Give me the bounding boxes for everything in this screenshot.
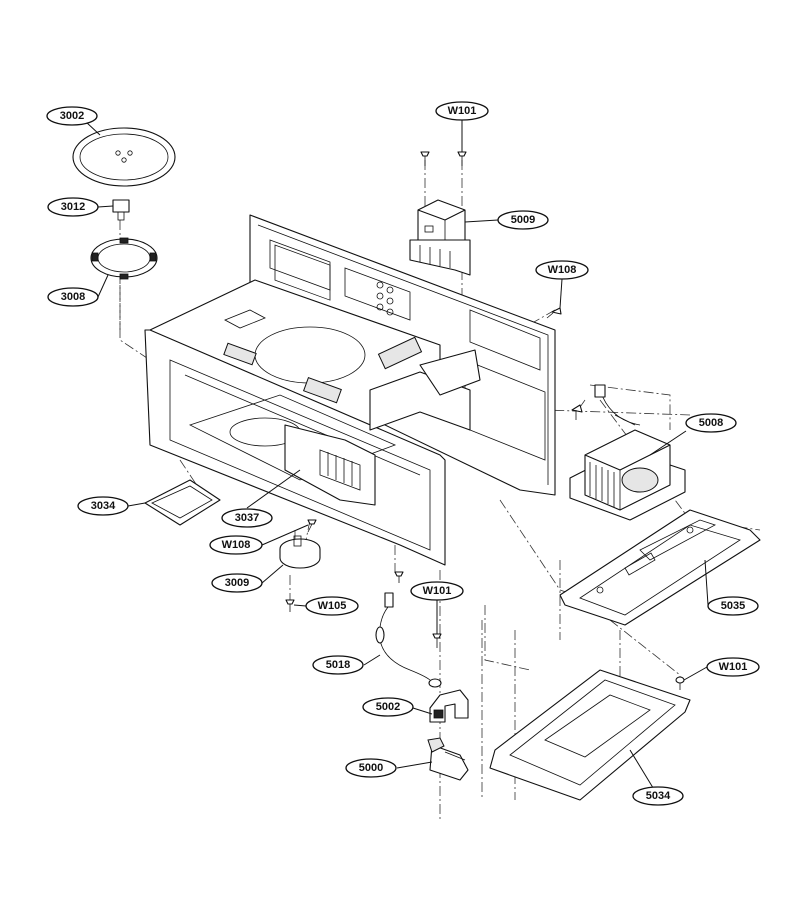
label-3009-text: 3009 (225, 577, 249, 589)
turntable-motor (279, 535, 321, 569)
magnetron (409, 199, 471, 276)
label-3012-text: 3012 (61, 201, 85, 213)
label-5002-text: 5002 (376, 701, 400, 713)
label-5009: 5009 (497, 210, 549, 230)
turntable-tray (72, 127, 176, 187)
label-3008-text: 3008 (61, 291, 85, 303)
label-3037: 3037 (221, 508, 273, 528)
label-5000: 5000 (345, 758, 397, 778)
label-5002: 5002 (362, 697, 414, 717)
label-5008: 5008 (685, 413, 737, 433)
screw-w108-mid (571, 404, 583, 420)
label-w101-top-text: W101 (448, 105, 477, 117)
label-3034-text: 3034 (91, 500, 116, 512)
roller-ring (90, 237, 158, 280)
bottom-plate (559, 509, 761, 626)
label-w101-mid-text: W101 (423, 585, 452, 597)
screw-w101-mid (432, 633, 442, 648)
label-5035: 5035 (707, 596, 759, 616)
leader-lines (85, 120, 709, 797)
screw-w101-right (675, 676, 685, 690)
cavity-body (144, 214, 556, 566)
label-5035-text: 5035 (721, 600, 745, 612)
screws-w101-top (420, 151, 467, 166)
label-3009: 3009 (211, 573, 263, 593)
screw-w108-left (307, 519, 317, 533)
label-w101-top: W101 (435, 101, 489, 121)
screw-w108-right (546, 307, 562, 319)
label-w108-right: W108 (535, 260, 589, 280)
label-w105: W105 (305, 596, 359, 616)
label-w101-right: W101 (706, 657, 760, 677)
label-3002: 3002 (46, 106, 98, 126)
screw-lower-front (394, 571, 404, 583)
label-w108-left: W108 (209, 535, 263, 555)
label-5034-text: 5034 (646, 790, 671, 802)
lamp-socket-bracket (429, 689, 469, 723)
label-5018: 5018 (312, 655, 364, 675)
cover-plate (144, 479, 221, 526)
lamp (427, 737, 469, 781)
back-panel-holes (376, 281, 394, 316)
label-w108-right-text: W108 (548, 264, 577, 276)
vent-grilles (223, 336, 423, 404)
label-5018-text: 5018 (326, 659, 350, 671)
label-3034: 3034 (77, 496, 129, 516)
label-w105-text: W105 (318, 600, 347, 612)
label-w101-right-text: W101 (719, 661, 748, 673)
label-3037-text: 3037 (235, 512, 259, 524)
label-5009-text: 5009 (511, 214, 535, 226)
filter-cover-plate (489, 669, 691, 801)
label-5008-text: 5008 (699, 417, 723, 429)
label-w108-left-text: W108 (222, 539, 251, 551)
label-w101-mid: W101 (410, 581, 464, 601)
transformer (569, 384, 686, 521)
motor-bracket (284, 424, 376, 506)
label-3012: 3012 (47, 197, 99, 217)
label-5034: 5034 (632, 786, 684, 806)
wire-harness (375, 592, 442, 688)
screw-w105 (285, 599, 295, 612)
label-3002-text: 3002 (60, 110, 84, 122)
label-5000-text: 5000 (359, 762, 383, 774)
turntable-coupler (112, 199, 130, 221)
label-3008: 3008 (47, 287, 99, 307)
